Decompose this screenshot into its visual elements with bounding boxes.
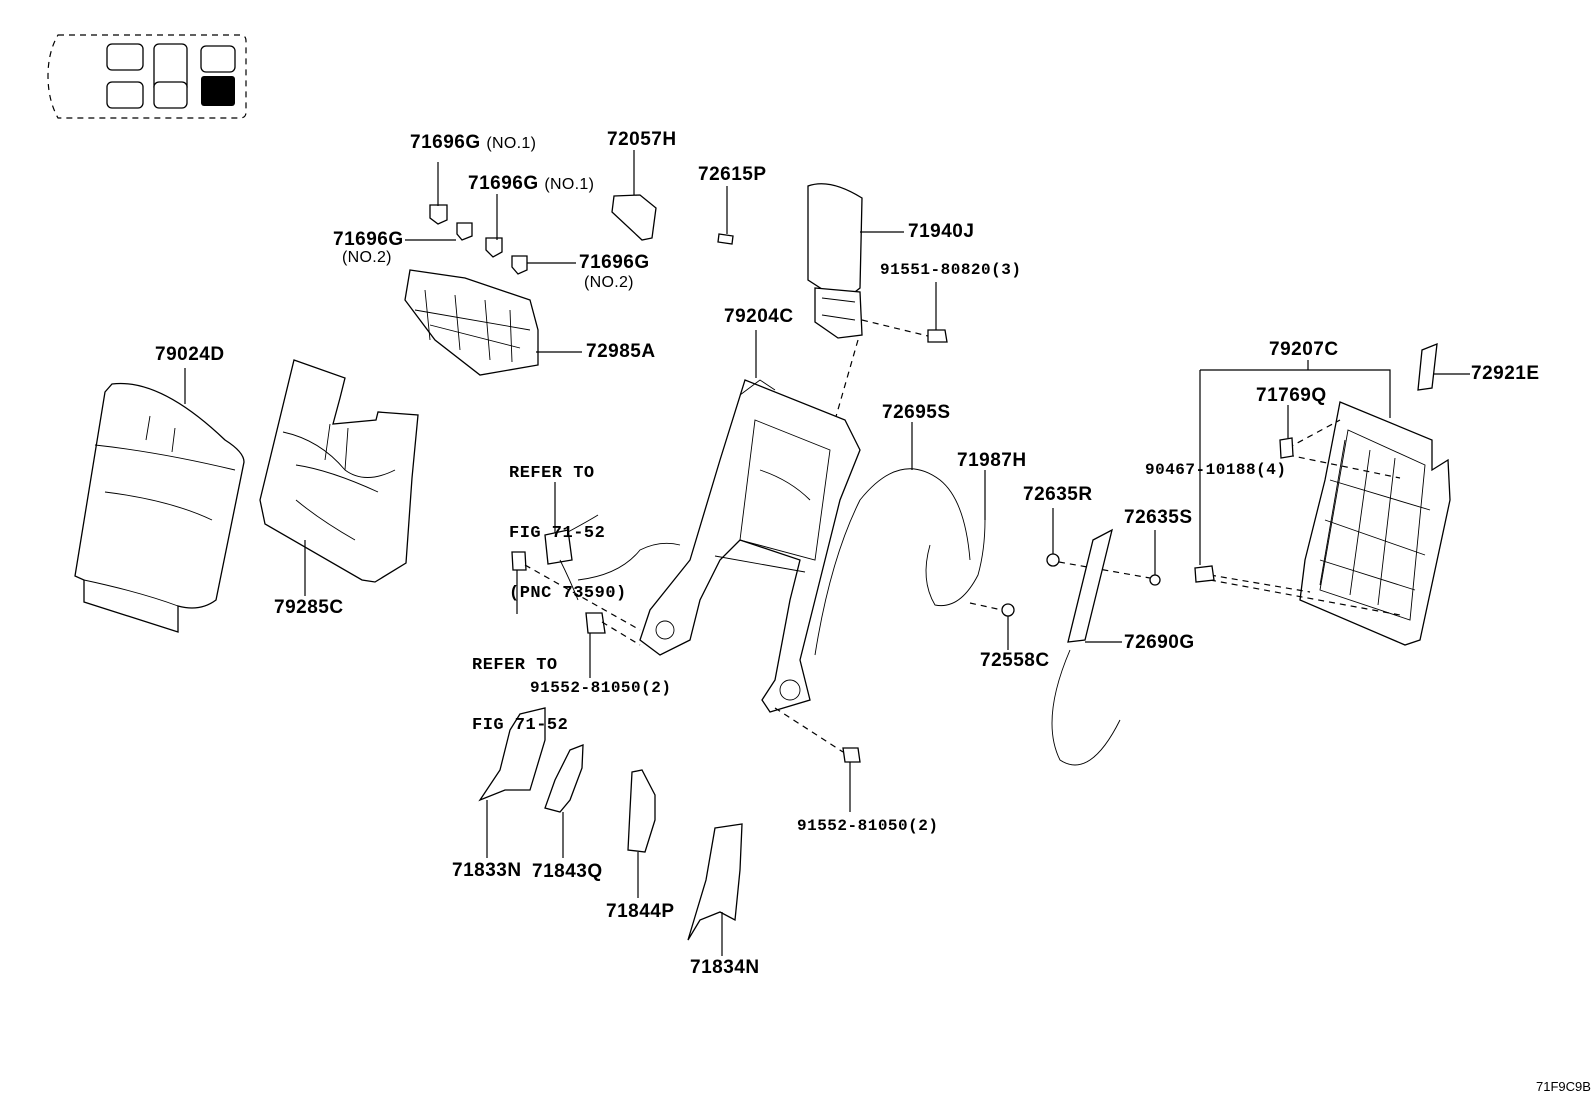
note-refer-fig: REFER TO FIG 71-52 bbox=[472, 656, 569, 735]
callout-79285C: 79285C bbox=[274, 597, 344, 618]
part-71696G-drawings bbox=[429, 204, 528, 275]
callout-72635R: 72635R bbox=[1023, 484, 1093, 505]
callout-72985A: 72985A bbox=[586, 341, 656, 362]
locator-cell bbox=[153, 81, 188, 109]
note-refer-fig-pnc: REFER TO FIG 71-52 (PNC 73590) bbox=[509, 464, 627, 603]
callout-91552-81050-lower: 91552-81050(2) bbox=[797, 817, 939, 835]
part-71987H-drawing bbox=[925, 519, 986, 607]
locator-cell bbox=[106, 81, 144, 109]
part-71769Q-drawing bbox=[1279, 437, 1294, 459]
callout-71843Q: 71843Q bbox=[532, 861, 603, 882]
part-71833N-drawing bbox=[478, 707, 546, 802]
callout-72057H: 72057H bbox=[607, 129, 677, 150]
callout-71833N: 71833N bbox=[452, 860, 522, 881]
callout-71696G-no2-b-note: (NO.2) bbox=[584, 274, 634, 291]
part-72985A-drawing bbox=[404, 269, 539, 376]
bolt-91552-lower-drawing bbox=[842, 747, 861, 763]
callout-79024D: 79024D bbox=[155, 344, 225, 365]
callout-72695S: 72695S bbox=[882, 402, 951, 423]
part-72695S-drawing bbox=[814, 468, 971, 656]
callout-71769Q: 71769Q bbox=[1256, 385, 1327, 406]
part-71843Q-drawing bbox=[544, 744, 584, 813]
bolt-90467-drawing bbox=[1194, 565, 1215, 583]
callout-71696G-no1-a: 71696G (NO.1) bbox=[410, 132, 537, 153]
callout-72690G: 72690G bbox=[1124, 632, 1195, 653]
part-71940J-drawing bbox=[807, 183, 863, 339]
part-72690G-drawing bbox=[1067, 528, 1113, 643]
figure-code: 71F9C9B bbox=[1536, 1079, 1591, 1094]
callout-71696G-no2-b: 71696G bbox=[579, 252, 650, 273]
part-79285C-drawing bbox=[259, 359, 419, 583]
part-79207C-drawing bbox=[1299, 401, 1451, 646]
callout-71696G-no2-a-note: (NO.2) bbox=[342, 249, 392, 266]
locator-cell-highlighted bbox=[201, 76, 235, 106]
callout-71834N: 71834N bbox=[690, 957, 760, 978]
callout-71696G-no2-a: 71696G bbox=[333, 229, 404, 250]
part-72558C-drawing bbox=[1001, 603, 1015, 617]
callout-90467-10188: 90467-10188(4) bbox=[1145, 461, 1287, 479]
callout-91551-80820: 91551-80820(3) bbox=[880, 261, 1022, 279]
callout-71696G-no1-b: 71696G (NO.1) bbox=[468, 173, 595, 194]
callout-72558C: 72558C bbox=[980, 650, 1050, 671]
callout-72635S: 72635S bbox=[1124, 507, 1193, 528]
callout-71844P: 71844P bbox=[606, 901, 675, 922]
part-71834N-drawing bbox=[687, 823, 743, 941]
locator-cell bbox=[106, 43, 144, 71]
callout-79207C: 79207C bbox=[1269, 339, 1339, 360]
part-72057H-drawing bbox=[611, 194, 657, 241]
callout-72921E: 72921E bbox=[1471, 363, 1540, 384]
locator-cell bbox=[200, 45, 236, 73]
seat-belt-drawing bbox=[511, 514, 681, 634]
part-79204C-drawing bbox=[639, 379, 861, 713]
part-79024D-drawing bbox=[74, 382, 245, 633]
callout-79204C: 79204C bbox=[724, 306, 794, 327]
part-71844P-drawing bbox=[627, 769, 656, 853]
part-72635R-drawing bbox=[1046, 553, 1060, 567]
callout-71940J: 71940J bbox=[908, 221, 975, 242]
bolt-91551-drawing bbox=[927, 329, 948, 343]
part-72615P-drawing bbox=[717, 233, 734, 245]
locator-panel bbox=[47, 34, 247, 119]
part-72635S-drawing bbox=[1149, 574, 1161, 586]
callout-72615P: 72615P bbox=[698, 164, 767, 185]
callout-71987H: 71987H bbox=[957, 450, 1027, 471]
callout-91552-81050-upper: 91552-81050(2) bbox=[530, 679, 672, 697]
part-72921E-drawing bbox=[1417, 342, 1438, 391]
